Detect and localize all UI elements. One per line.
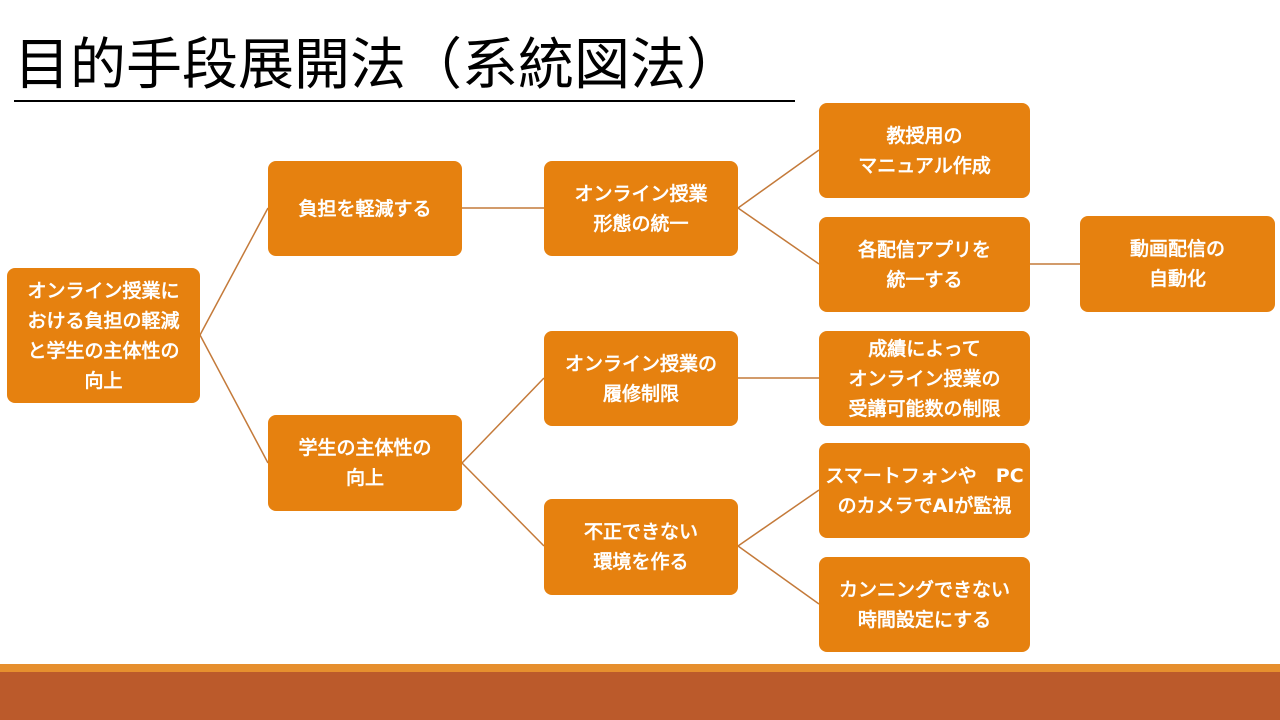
node-time-setting: カンニングできない 時間設定にする: [819, 557, 1030, 652]
node-prevent-cheating-env: 不正できない 環境を作る: [544, 499, 738, 595]
node-restrict-enrollment: オンライン授業の 履修制限: [544, 331, 738, 426]
link-unify-manual: [737, 149, 820, 209]
title-underline: [14, 100, 795, 102]
link-prevent-ai: [737, 489, 820, 547]
footer-band: [0, 672, 1280, 720]
link-root-student: [199, 334, 269, 464]
node-root: オンライン授業に おける負担の軽減 と学生の主体性の 向上: [7, 268, 200, 403]
node-unify-app: 各配信アプリを 統一する: [819, 217, 1030, 312]
link-student-restrict: [461, 377, 545, 464]
node-manual: 教授用の マニュアル作成: [819, 103, 1030, 198]
link-unify-app: [737, 207, 820, 265]
link-student-prevent: [461, 462, 545, 547]
node-auto-video: 動画配信の 自動化: [1080, 216, 1275, 312]
link-prevent-time: [737, 545, 820, 605]
footer-accent-line: [0, 664, 1280, 672]
link-root-reduce: [199, 207, 269, 336]
node-reduce-burden: 負担を軽減する: [268, 161, 462, 256]
node-grade-limit: 成績によって オンライン授業の 受講可能数の制限: [819, 331, 1030, 426]
node-unify-format: オンライン授業 形態の統一: [544, 161, 738, 256]
node-student-initiative: 学生の主体性の 向上: [268, 415, 462, 511]
page-title: 目的手段展開法（系統図法）: [14, 33, 742, 98]
node-ai-monitor: スマートフォンや PC のカメラでAIが監視: [819, 443, 1030, 538]
